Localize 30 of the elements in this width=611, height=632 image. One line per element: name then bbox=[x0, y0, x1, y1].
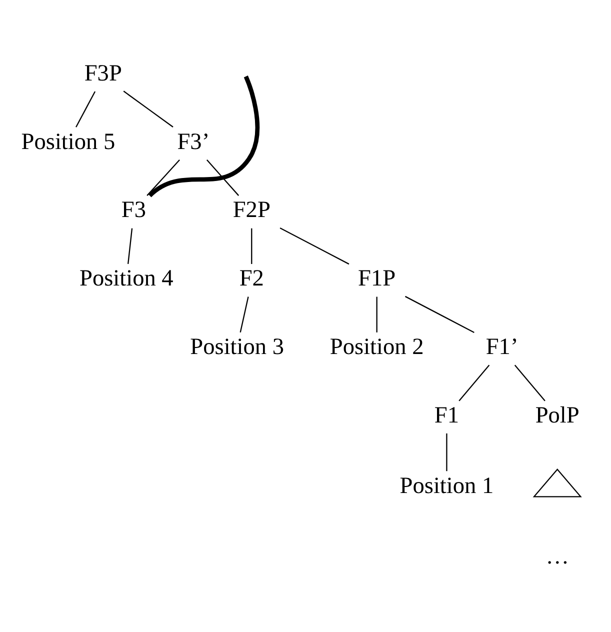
connector bbox=[146, 159, 180, 196]
connector bbox=[376, 296, 378, 332]
node-text: PolP bbox=[535, 402, 580, 428]
node-text: F3’ bbox=[177, 128, 210, 154]
connector bbox=[148, 75, 260, 197]
node-triangle bbox=[532, 468, 582, 497]
connector bbox=[76, 90, 96, 127]
node-text: F1 bbox=[434, 402, 460, 428]
connector bbox=[280, 226, 350, 264]
connector bbox=[514, 364, 546, 401]
node-label: … bbox=[546, 543, 569, 570]
node-text: Position 3 bbox=[190, 334, 284, 360]
node-text: F3P bbox=[84, 60, 122, 86]
connector bbox=[251, 228, 252, 264]
connector bbox=[206, 159, 240, 196]
connector bbox=[127, 228, 133, 264]
node-text: F1P bbox=[358, 265, 396, 292]
node-text: Position 4 bbox=[80, 265, 174, 292]
node-text: Position 1 bbox=[400, 472, 494, 499]
node-text: Position 2 bbox=[330, 334, 424, 360]
node-text: Position 5 bbox=[21, 128, 116, 154]
connector bbox=[458, 364, 490, 401]
node-text: F2P bbox=[232, 196, 270, 223]
connector bbox=[123, 90, 174, 127]
node-text: F3 bbox=[121, 196, 146, 223]
connector bbox=[404, 295, 474, 332]
node-text: F2 bbox=[239, 265, 264, 292]
connector bbox=[446, 432, 448, 471]
node-text: F1’ bbox=[486, 334, 518, 360]
connector bbox=[240, 296, 249, 332]
